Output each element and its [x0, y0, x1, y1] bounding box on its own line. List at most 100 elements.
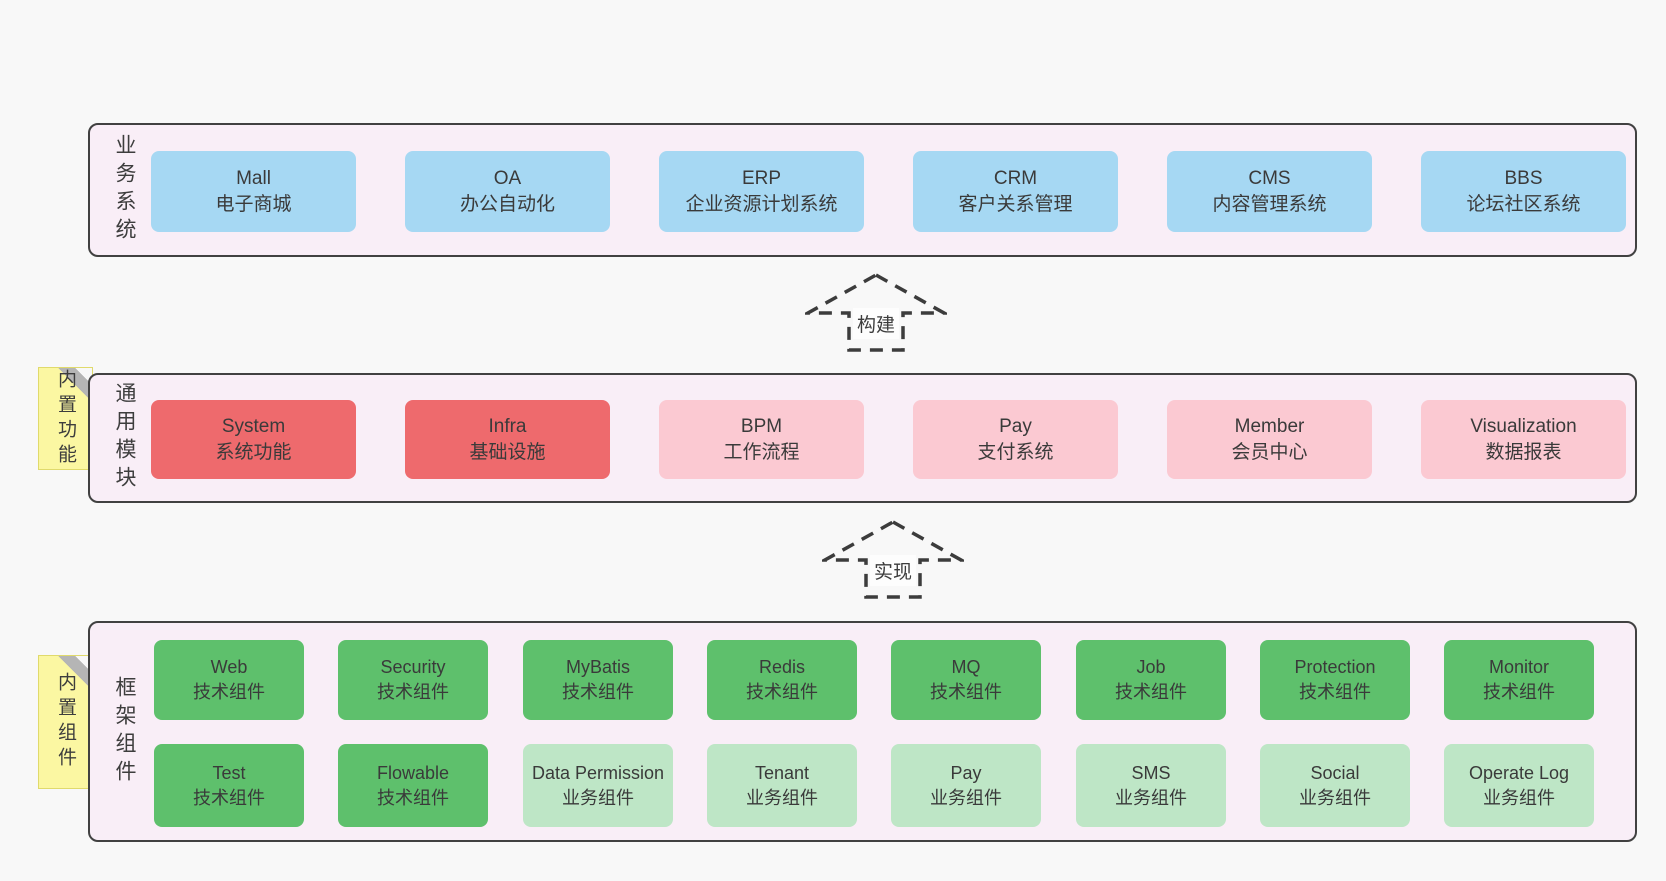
component-name-en: Test — [212, 762, 246, 783]
component-name-en: Monitor — [1488, 657, 1550, 677]
sticky-note-built-in-features: 内置功能 — [38, 367, 93, 470]
component-name-zh: 技术组件 — [1483, 682, 1555, 702]
sticky-note-label: 内置组件 — [55, 672, 76, 772]
component-name-en: Flowable — [376, 762, 450, 783]
component-name-en: Operate Log — [1468, 762, 1570, 783]
component-name-en: Pay — [999, 415, 1032, 437]
component-name-zh: 系统功能 — [215, 441, 292, 463]
component-name-zh: 论坛社区系统 — [1466, 193, 1581, 215]
layer-side-label: 业务系统 — [113, 134, 136, 246]
component-name-en: OA — [493, 167, 522, 189]
component-name-en: Member — [1234, 415, 1305, 437]
component-box-system: System 系统功能 — [151, 400, 356, 479]
component-name-zh: 数据报表 — [1485, 441, 1562, 463]
component-box-crm: CRM 客户关系管理 — [913, 151, 1118, 232]
component-box-infra: Infra 基础设施 — [405, 400, 610, 479]
component-box-protection: Protection 技术组件 — [1260, 640, 1410, 720]
component-name-zh: 技术组件 — [377, 682, 449, 702]
component-name-zh: 支付系统 — [977, 441, 1054, 463]
layer-side-label: 框架组件 — [113, 675, 136, 788]
component-name-zh: 业务组件 — [1299, 787, 1371, 808]
common-modules-container: 通用模块 System 系统功能 Infra 基础设施 BPM 工作流程 Pay 支付系统 Me… — [88, 373, 1637, 503]
component-box-sms: SMS 业务组件 — [1076, 744, 1226, 827]
layer-side-label: 通用模块 — [113, 382, 136, 494]
component-box-security: Security 技术组件 — [338, 640, 488, 720]
component-name-zh: 技术组件 — [746, 682, 818, 702]
component-box-pay: Pay 支付系统 — [913, 400, 1118, 479]
component-box-mall: Mall 电子商城 — [151, 151, 356, 232]
component-box-social: Social 业务组件 — [1260, 744, 1410, 827]
component-name-zh: 技术组件 — [193, 682, 265, 702]
component-name-zh: 业务组件 — [562, 787, 634, 808]
component-name-en: BPM — [740, 415, 783, 437]
dashed-up-arrow-icon — [805, 272, 947, 352]
component-name-zh: 技术组件 — [193, 787, 265, 808]
component-box-cms: CMS 内容管理系统 — [1167, 151, 1372, 232]
component-name-en: Infra — [488, 415, 527, 437]
sticky-note-label: 内置功能 — [55, 368, 76, 469]
component-box-visualization: Visualization 数据报表 — [1421, 400, 1626, 479]
sticky-note-built-in-components: 内置组件 — [38, 655, 93, 789]
dashed-up-arrow-icon — [822, 519, 964, 599]
component-name-en: MQ — [951, 657, 981, 677]
component-name-zh: 技术组件 — [930, 682, 1002, 702]
component-name-zh: 企业资源计划系统 — [685, 193, 838, 215]
component-box-data-permission: Data Permission 业务组件 — [523, 744, 673, 827]
component-name-zh: 内容管理系统 — [1212, 193, 1327, 215]
component-name-zh: 技术组件 — [562, 682, 634, 702]
component-name-zh: 业务组件 — [1115, 787, 1187, 808]
component-box-test: Test 技术组件 — [154, 744, 304, 827]
component-name-en: CMS — [1248, 167, 1291, 189]
component-name-en: System — [221, 415, 286, 437]
component-name-en: Data Permission — [531, 762, 665, 783]
component-name-zh: 技术组件 — [1115, 682, 1187, 702]
component-name-en: Security — [380, 657, 446, 677]
component-box-flowable: Flowable 技术组件 — [338, 744, 488, 827]
component-name-en: Web — [210, 657, 248, 677]
component-box-bpm: BPM 工作流程 — [659, 400, 864, 479]
component-name-en: Pay — [950, 762, 982, 783]
business-systems-container: 业务系统 Mall 电子商城 OA 办公自动化 ERP 企业资源计划系统 CRM 客户关系管理… — [88, 123, 1637, 257]
component-box-web: Web 技术组件 — [154, 640, 304, 720]
implement-arrow: 实现 — [822, 519, 964, 600]
component-box-member: Member 会员中心 — [1167, 400, 1372, 479]
component-name-en: Mall — [236, 167, 271, 189]
component-box-oa: OA 办公自动化 — [405, 151, 610, 232]
component-name-zh: 技术组件 — [1299, 682, 1371, 702]
component-box-monitor: Monitor 技术组件 — [1444, 640, 1594, 720]
component-name-en: CRM — [993, 167, 1038, 189]
component-name-zh: 工作流程 — [723, 441, 800, 463]
component-name-en: Redis — [758, 657, 806, 677]
component-box-operate-log: Operate Log 业务组件 — [1444, 744, 1594, 827]
component-box-tenant: Tenant 业务组件 — [707, 744, 857, 827]
component-name-zh: 基础设施 — [469, 441, 546, 463]
component-name-zh: 业务组件 — [1483, 787, 1555, 808]
component-name-zh: 客户关系管理 — [958, 193, 1073, 215]
component-box-bbs: BBS 论坛社区系统 — [1421, 151, 1626, 232]
component-name-en: MyBatis — [565, 657, 630, 677]
component-name-en: Protection — [1294, 657, 1376, 677]
component-name-en: Tenant — [754, 762, 810, 783]
build-arrow-label: 构建 — [852, 308, 900, 339]
component-name-en: SMS — [1131, 762, 1171, 783]
component-name-zh: 业务组件 — [746, 787, 818, 808]
component-name-zh: 业务组件 — [930, 787, 1002, 808]
component-name-zh: 办公自动化 — [459, 193, 555, 215]
component-name-en: BBS — [1504, 167, 1543, 189]
implement-arrow-label: 实现 — [869, 555, 917, 586]
component-box-mq: MQ 技术组件 — [891, 640, 1041, 720]
component-name-zh: 技术组件 — [377, 787, 449, 808]
component-box-redis: Redis 技术组件 — [707, 640, 857, 720]
component-name-en: Visualization — [1470, 415, 1577, 437]
component-name-zh: 会员中心 — [1231, 441, 1308, 463]
build-arrow: 构建 — [805, 272, 947, 353]
component-name-zh: 电子商城 — [215, 193, 292, 215]
component-box-erp: ERP 企业资源计划系统 — [659, 151, 864, 232]
component-box-pay: Pay 业务组件 — [891, 744, 1041, 827]
component-name-en: ERP — [741, 167, 782, 189]
component-name-en: Social — [1310, 762, 1360, 783]
component-box-mybatis: MyBatis 技术组件 — [523, 640, 673, 720]
